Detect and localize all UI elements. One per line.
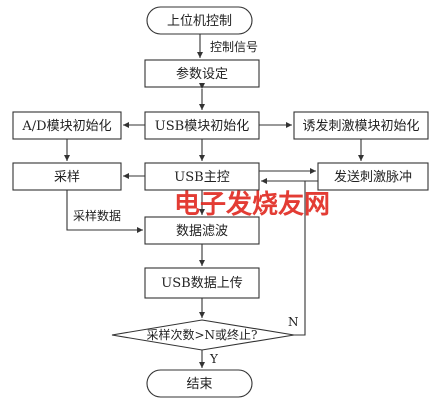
sample-label: 采样 bbox=[54, 170, 80, 185]
upload-node bbox=[144, 267, 260, 299]
edge-decision-no bbox=[261, 180, 306, 336]
stim-init-node bbox=[293, 111, 429, 140]
sample-data-label: 采样数据 bbox=[73, 208, 121, 223]
filter-label: 数据滤波 bbox=[176, 224, 228, 239]
end-node bbox=[146, 369, 253, 398]
end-label: 结束 bbox=[186, 377, 212, 392]
yes-label: Y bbox=[209, 352, 219, 366]
start-label: 上位机控制 bbox=[167, 14, 232, 29]
upload-label: USB数据上传 bbox=[161, 276, 242, 291]
send-pulse-node bbox=[317, 162, 429, 191]
ad-init-node bbox=[12, 111, 122, 140]
filter-node bbox=[144, 216, 260, 245]
send-pulse-label: 发送刺激脉冲 bbox=[334, 169, 412, 185]
edge-sample-filter bbox=[66, 190, 143, 233]
watermark-text: 电子发烧友网 bbox=[174, 189, 330, 220]
stim-init-label: 诱发刺激模块初始化 bbox=[302, 118, 419, 134]
param-node bbox=[144, 59, 260, 88]
control-signal-label: 控制信号 bbox=[210, 40, 258, 54]
usb-init-label: USB模块初始化 bbox=[155, 119, 249, 134]
usb-main-label: USB主控 bbox=[174, 170, 229, 185]
ad-init-label: A/D模块初始化 bbox=[21, 119, 111, 134]
no-label: N bbox=[288, 315, 299, 329]
sample-node bbox=[12, 162, 122, 191]
param-label: 参数设定 bbox=[176, 66, 228, 82]
decision-label: 采样次数>N或终止? bbox=[147, 327, 258, 342]
